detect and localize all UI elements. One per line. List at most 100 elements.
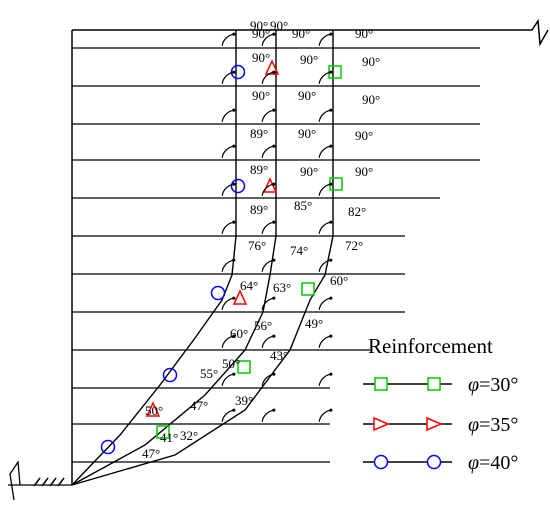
- angle-arrowhead: [272, 32, 276, 36]
- top-surface-line: [72, 18, 549, 47]
- angle-arrowhead: [329, 144, 333, 148]
- angle-arc: [221, 297, 234, 310]
- angle-arc: [318, 409, 331, 422]
- angle-arrowhead: [272, 70, 276, 74]
- angle-arrowhead: [272, 108, 276, 112]
- angle-arc: [261, 109, 274, 122]
- angle-arrowhead: [272, 372, 276, 376]
- angle-arrowhead: [272, 182, 276, 186]
- angle-arrowhead: [329, 258, 333, 262]
- angle-arrowhead: [232, 334, 236, 338]
- angle-label-phi35: 85°: [294, 198, 312, 213]
- angle-label-phi30: 43°: [270, 348, 288, 363]
- angle-arc: [221, 373, 234, 386]
- angle-label-phi30: 32°: [180, 428, 198, 443]
- angle-arc: [261, 409, 274, 422]
- circle-marker-icon: [100, 439, 116, 455]
- angle-label-phi30: 60°: [330, 273, 348, 288]
- triangle-marker-icon: [145, 401, 161, 417]
- foundation-hatch: [41, 477, 49, 487]
- angle-arrowhead: [329, 408, 333, 412]
- angle-arrowhead: [329, 296, 333, 300]
- square-marker-icon: [427, 377, 441, 391]
- phi-symbol: φ: [468, 414, 479, 436]
- angle-arrowhead: [272, 258, 276, 262]
- angle-arrowhead: [232, 220, 236, 224]
- foundation-hatch: [57, 477, 65, 487]
- angle-arrowhead: [329, 220, 333, 224]
- angle-label-phi40: 64°: [240, 278, 258, 293]
- angle-label-phi30: 72°: [345, 238, 363, 253]
- angle-label-phi40: 90°: [252, 50, 270, 65]
- triangle-marker-icon: [373, 416, 390, 432]
- angle-label-phi40: 47°: [142, 446, 160, 461]
- angle-label-phi30: 90°: [355, 26, 373, 41]
- angle-arc: [318, 183, 331, 196]
- angle-label-phi35: 90°: [300, 52, 318, 67]
- legend-value: =35°: [479, 414, 518, 436]
- angle-label-phi30: 90°: [355, 128, 373, 143]
- reinforcement-markers: [100, 59, 343, 455]
- angle-label-phi35: 90°: [270, 18, 288, 33]
- angle-arc: [221, 145, 234, 158]
- angle-arrowhead: [272, 220, 276, 224]
- angle-arrowhead: [272, 296, 276, 300]
- angle-arc: [261, 183, 274, 196]
- square-marker-icon: [374, 377, 388, 391]
- slip-surface-phi30: [71, 30, 334, 486]
- circle-marker-icon: [230, 64, 246, 80]
- angle-arrowhead: [329, 32, 333, 36]
- angle-arc: [221, 409, 234, 422]
- angle-label-phi35: 90°: [292, 26, 310, 41]
- angle-label-phi35: 90°: [298, 88, 316, 103]
- angle-label-phi35: 63°: [273, 280, 291, 295]
- legend-value: =30°: [479, 374, 518, 396]
- angle-arrowhead: [272, 144, 276, 148]
- angle-label-phi40: 90°: [252, 26, 270, 41]
- angle-label-phi35: 74°: [290, 243, 308, 258]
- angle-label-phi30: 90°: [355, 164, 373, 179]
- angle-arrowhead: [232, 182, 236, 186]
- angle-label-phi30: 90°: [362, 54, 380, 69]
- legend-item-phi40: φ=40°: [363, 452, 518, 474]
- angle-label-phi40: 89°: [250, 202, 268, 217]
- legend: Reinforcement φ=30° φ=35° φ=40°: [363, 334, 518, 474]
- angle-label-phi40: 89°: [250, 162, 268, 177]
- angle-label-phi40: 50°: [145, 403, 163, 418]
- angle-label-phi35: 47°: [190, 398, 208, 413]
- legend-item-phi35: φ=35°: [363, 414, 518, 436]
- square-marker-icon: [156, 425, 170, 439]
- angle-arrowhead: [329, 108, 333, 112]
- angle-label-phi40: 76°: [248, 238, 266, 253]
- angle-arrowhead: [232, 372, 236, 376]
- angle-arc: [318, 109, 331, 122]
- circle-marker-icon: [426, 454, 442, 470]
- angle-arc: [221, 109, 234, 122]
- phi-symbol: φ: [468, 374, 479, 396]
- angle-labels: 47°50°55°60°64°76°89°89°89°90°90°90°90°4…: [142, 18, 380, 461]
- angle-label-phi30: 39°: [235, 393, 253, 408]
- foundation-hatch: [49, 477, 57, 487]
- foundation-hatch: [33, 477, 41, 487]
- angle-arc: [221, 33, 234, 46]
- angle-label-phi30: 90°: [362, 92, 380, 107]
- square-marker-icon: [237, 360, 251, 374]
- phi-symbol: φ: [468, 452, 479, 474]
- angle-arrowhead: [232, 296, 236, 300]
- angle-arrowhead: [329, 334, 333, 338]
- angle-label-phi40: 55°: [200, 366, 218, 381]
- circle-marker-icon: [373, 454, 389, 470]
- legend-item-phi30: φ=30°: [363, 374, 518, 396]
- wall-structure: [8, 18, 549, 501]
- square-marker-icon: [301, 282, 315, 296]
- circle-marker-icon: [230, 178, 246, 194]
- angle-arc: [221, 221, 234, 234]
- angle-arc: [318, 145, 331, 158]
- angle-arc: [318, 221, 331, 234]
- angle-label-phi40: 90°: [252, 88, 270, 103]
- angle-arrowhead: [232, 408, 236, 412]
- triangle-marker-icon: [426, 416, 443, 432]
- angle-arrowhead: [329, 182, 333, 186]
- angle-label-phi30: 49°: [305, 316, 323, 331]
- angle-arrowhead: [232, 32, 236, 36]
